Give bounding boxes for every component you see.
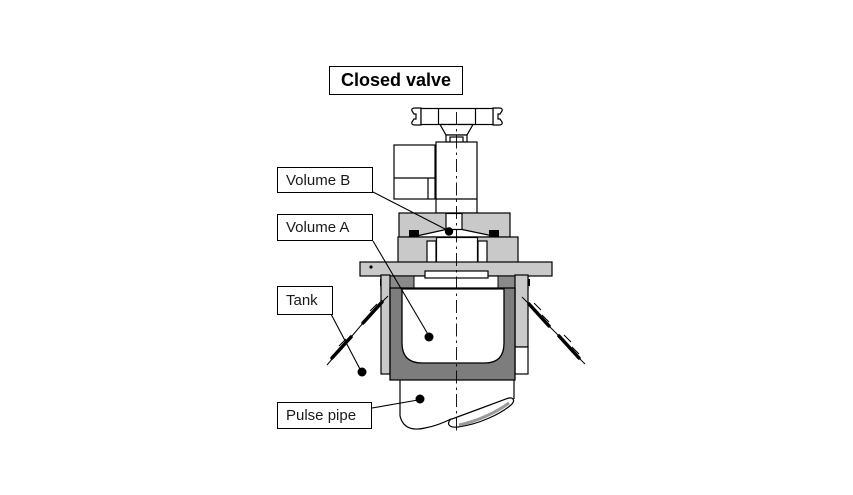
pipe-torn-shading xyxy=(458,401,510,427)
diaphragm-seal-left xyxy=(409,230,419,237)
leader-dot-pulse-pipe xyxy=(415,394,425,404)
pipe-left-wall xyxy=(399,380,452,430)
tee-left-cap xyxy=(411,107,422,126)
leader-volume-b xyxy=(372,191,454,236)
collar-right-lower xyxy=(514,346,529,375)
tee-right-cap xyxy=(492,107,503,126)
leader-tank xyxy=(330,313,367,377)
pipe-torn-end xyxy=(448,397,515,428)
seal-block-left xyxy=(387,275,415,290)
body-slot-left xyxy=(426,240,437,264)
collar-right-upper xyxy=(514,274,529,348)
flange-dot xyxy=(369,265,373,269)
pulse-pipe-shape xyxy=(399,380,515,430)
leader-pulse-pipe xyxy=(371,394,425,409)
label-tank: Tank xyxy=(277,286,333,315)
solenoid-block xyxy=(393,144,436,200)
tee-bar xyxy=(420,107,494,126)
leader-dot-volume-a xyxy=(424,332,434,342)
label-pulse-pipe: Pulse pipe xyxy=(277,402,372,429)
body-slot-right xyxy=(477,240,488,264)
collar-left xyxy=(380,274,391,375)
label-volume-a: Volume A xyxy=(277,214,373,241)
leader-volume-a xyxy=(372,240,434,342)
tank-wall-left xyxy=(326,295,389,366)
pilot-cup xyxy=(389,287,516,381)
diaphragm-seal-right xyxy=(489,230,499,237)
label-volume-b: Volume B xyxy=(277,167,373,193)
solenoid-outline xyxy=(393,144,436,200)
leader-dot-volume-b xyxy=(444,227,454,236)
diagram-title: Closed valve xyxy=(329,66,463,95)
tank-wall-right xyxy=(521,296,586,365)
leader-dot-tank xyxy=(357,367,367,377)
